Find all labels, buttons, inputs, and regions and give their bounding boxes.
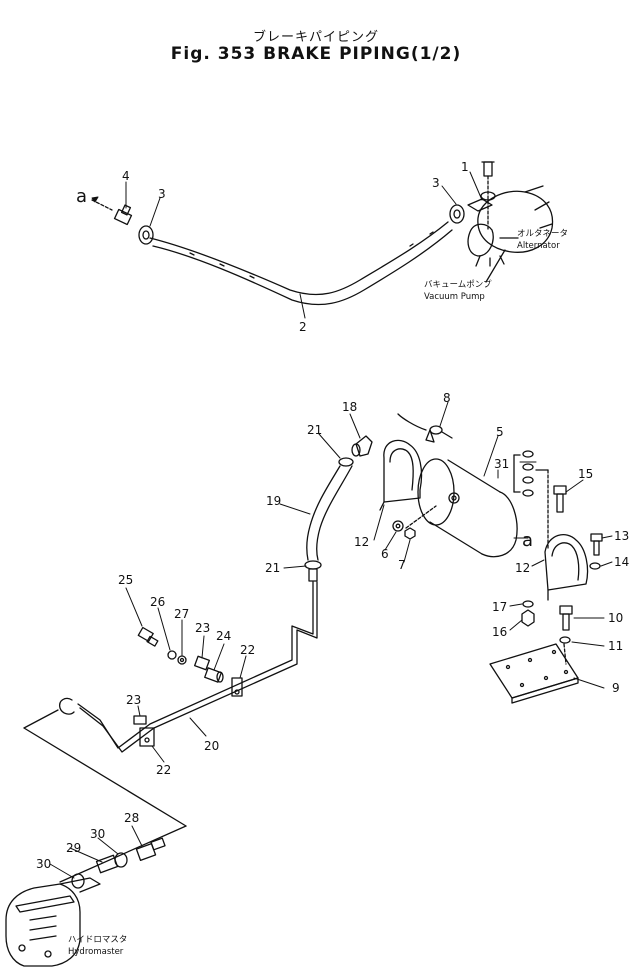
part-number-18: 18 xyxy=(342,400,357,414)
part-number-10: 10 xyxy=(608,611,623,625)
bolt-25 xyxy=(137,626,159,647)
part-number-8: 8 xyxy=(443,391,451,405)
washers-31 xyxy=(513,450,549,551)
hose-19 xyxy=(306,465,353,561)
fitting-24 xyxy=(204,667,224,683)
nut-7 xyxy=(404,527,416,540)
vacuum-pump-leader xyxy=(485,249,506,283)
alternator-label: Alternator xyxy=(517,241,560,251)
part-number-15: 15 xyxy=(578,467,593,481)
vacuum-pump-alternator xyxy=(467,185,554,267)
hydromaster xyxy=(5,877,101,967)
hose-29 xyxy=(95,854,119,874)
bolt-10 xyxy=(559,605,573,631)
part-number-5: 5 xyxy=(496,425,504,439)
washer-6 xyxy=(392,520,404,532)
part-number-21: 21 xyxy=(307,423,322,437)
pipe-clip-22-lower xyxy=(139,727,155,747)
part-number-3: 3 xyxy=(158,187,166,201)
washer-11 xyxy=(559,636,571,644)
part-number-17: 17 xyxy=(492,600,507,614)
nut-16 xyxy=(521,609,535,627)
hose-clamp-21-lower xyxy=(304,560,322,582)
part-number-16: 16 xyxy=(492,625,507,639)
part-number-31: 31 xyxy=(494,457,509,471)
part-number-11: 11 xyxy=(608,639,623,653)
elbow-1 xyxy=(467,161,496,231)
bracket-plate-9 xyxy=(489,643,579,704)
part-number-3: 3 xyxy=(432,176,440,190)
bolt-15 xyxy=(553,485,567,513)
part-number-22: 22 xyxy=(240,643,255,657)
tank-band-12-left xyxy=(379,439,423,511)
vacuum-pump-label: Vacuum Pump xyxy=(424,292,485,302)
part-number-2: 2 xyxy=(299,320,307,334)
part-number-19: 19 xyxy=(266,494,281,508)
part-number-13: 13 xyxy=(614,529,629,543)
part-number-14: 14 xyxy=(614,555,629,569)
part-number-9: 9 xyxy=(612,681,620,695)
connection-arrows xyxy=(91,196,529,539)
tank-band-12-right xyxy=(544,534,589,601)
tank-fastener-line xyxy=(405,505,437,529)
page-title: Fig. 353 BRAKE PIPING(1/2) xyxy=(170,44,462,64)
connection-mark-a-tank: a xyxy=(522,530,533,551)
hose-clamp-3-right xyxy=(449,204,465,224)
part-number-25: 25 xyxy=(118,573,133,587)
part-number-30: 30 xyxy=(36,857,51,871)
hose-2 xyxy=(149,221,453,306)
pipe-clip-22-upper xyxy=(231,677,243,697)
connection-mark-a-top: a xyxy=(76,186,87,207)
part-number-20: 20 xyxy=(204,739,219,753)
valve-8 xyxy=(397,413,453,443)
hydromaster-label-jp: ハイドロマスタ xyxy=(68,935,127,945)
part-number-4: 4 xyxy=(122,169,130,183)
hose-clamp-3-left xyxy=(138,225,154,245)
spacer-23-upper xyxy=(194,655,210,671)
part-number-23: 23 xyxy=(195,621,210,635)
page-title-japanese: ブレーキパイピング xyxy=(252,30,379,45)
bolt-13 xyxy=(590,533,603,556)
part-number-21: 21 xyxy=(265,561,280,575)
fitting-28 xyxy=(135,837,166,862)
part-number-26: 26 xyxy=(150,595,165,609)
alternator-label-jp: オルタネータ xyxy=(517,229,568,239)
part-number-1: 1 xyxy=(461,160,469,174)
part-number-7: 7 xyxy=(398,558,406,572)
part-number-23: 23 xyxy=(126,693,141,707)
washer-27 xyxy=(177,655,187,665)
spacer-23-lower xyxy=(133,715,147,725)
part-number-30: 30 xyxy=(90,827,105,841)
part-number-6: 6 xyxy=(381,547,389,561)
washer-14 xyxy=(589,562,601,570)
fitting-4 xyxy=(91,199,133,226)
part-number-29: 29 xyxy=(66,841,81,855)
washer-17 xyxy=(522,600,534,608)
leader-lines xyxy=(49,171,613,879)
part-number-24: 24 xyxy=(216,629,231,643)
washer-26 xyxy=(167,650,177,660)
vacuum-pump-label-jp: バキュームポンプ xyxy=(424,280,492,290)
pipe-20 xyxy=(59,581,318,753)
part-number-27: 27 xyxy=(174,607,189,621)
part-number-12: 12 xyxy=(515,561,530,575)
hydromaster-label: Hydromaster xyxy=(68,947,124,957)
vacuum-tank-5 xyxy=(417,458,518,558)
hose-clamp-21-upper xyxy=(338,457,354,467)
part-number-22: 22 xyxy=(156,763,171,777)
part-number-12: 12 xyxy=(354,535,369,549)
part-number-28: 28 xyxy=(124,811,139,825)
elbow-18 xyxy=(351,435,373,457)
